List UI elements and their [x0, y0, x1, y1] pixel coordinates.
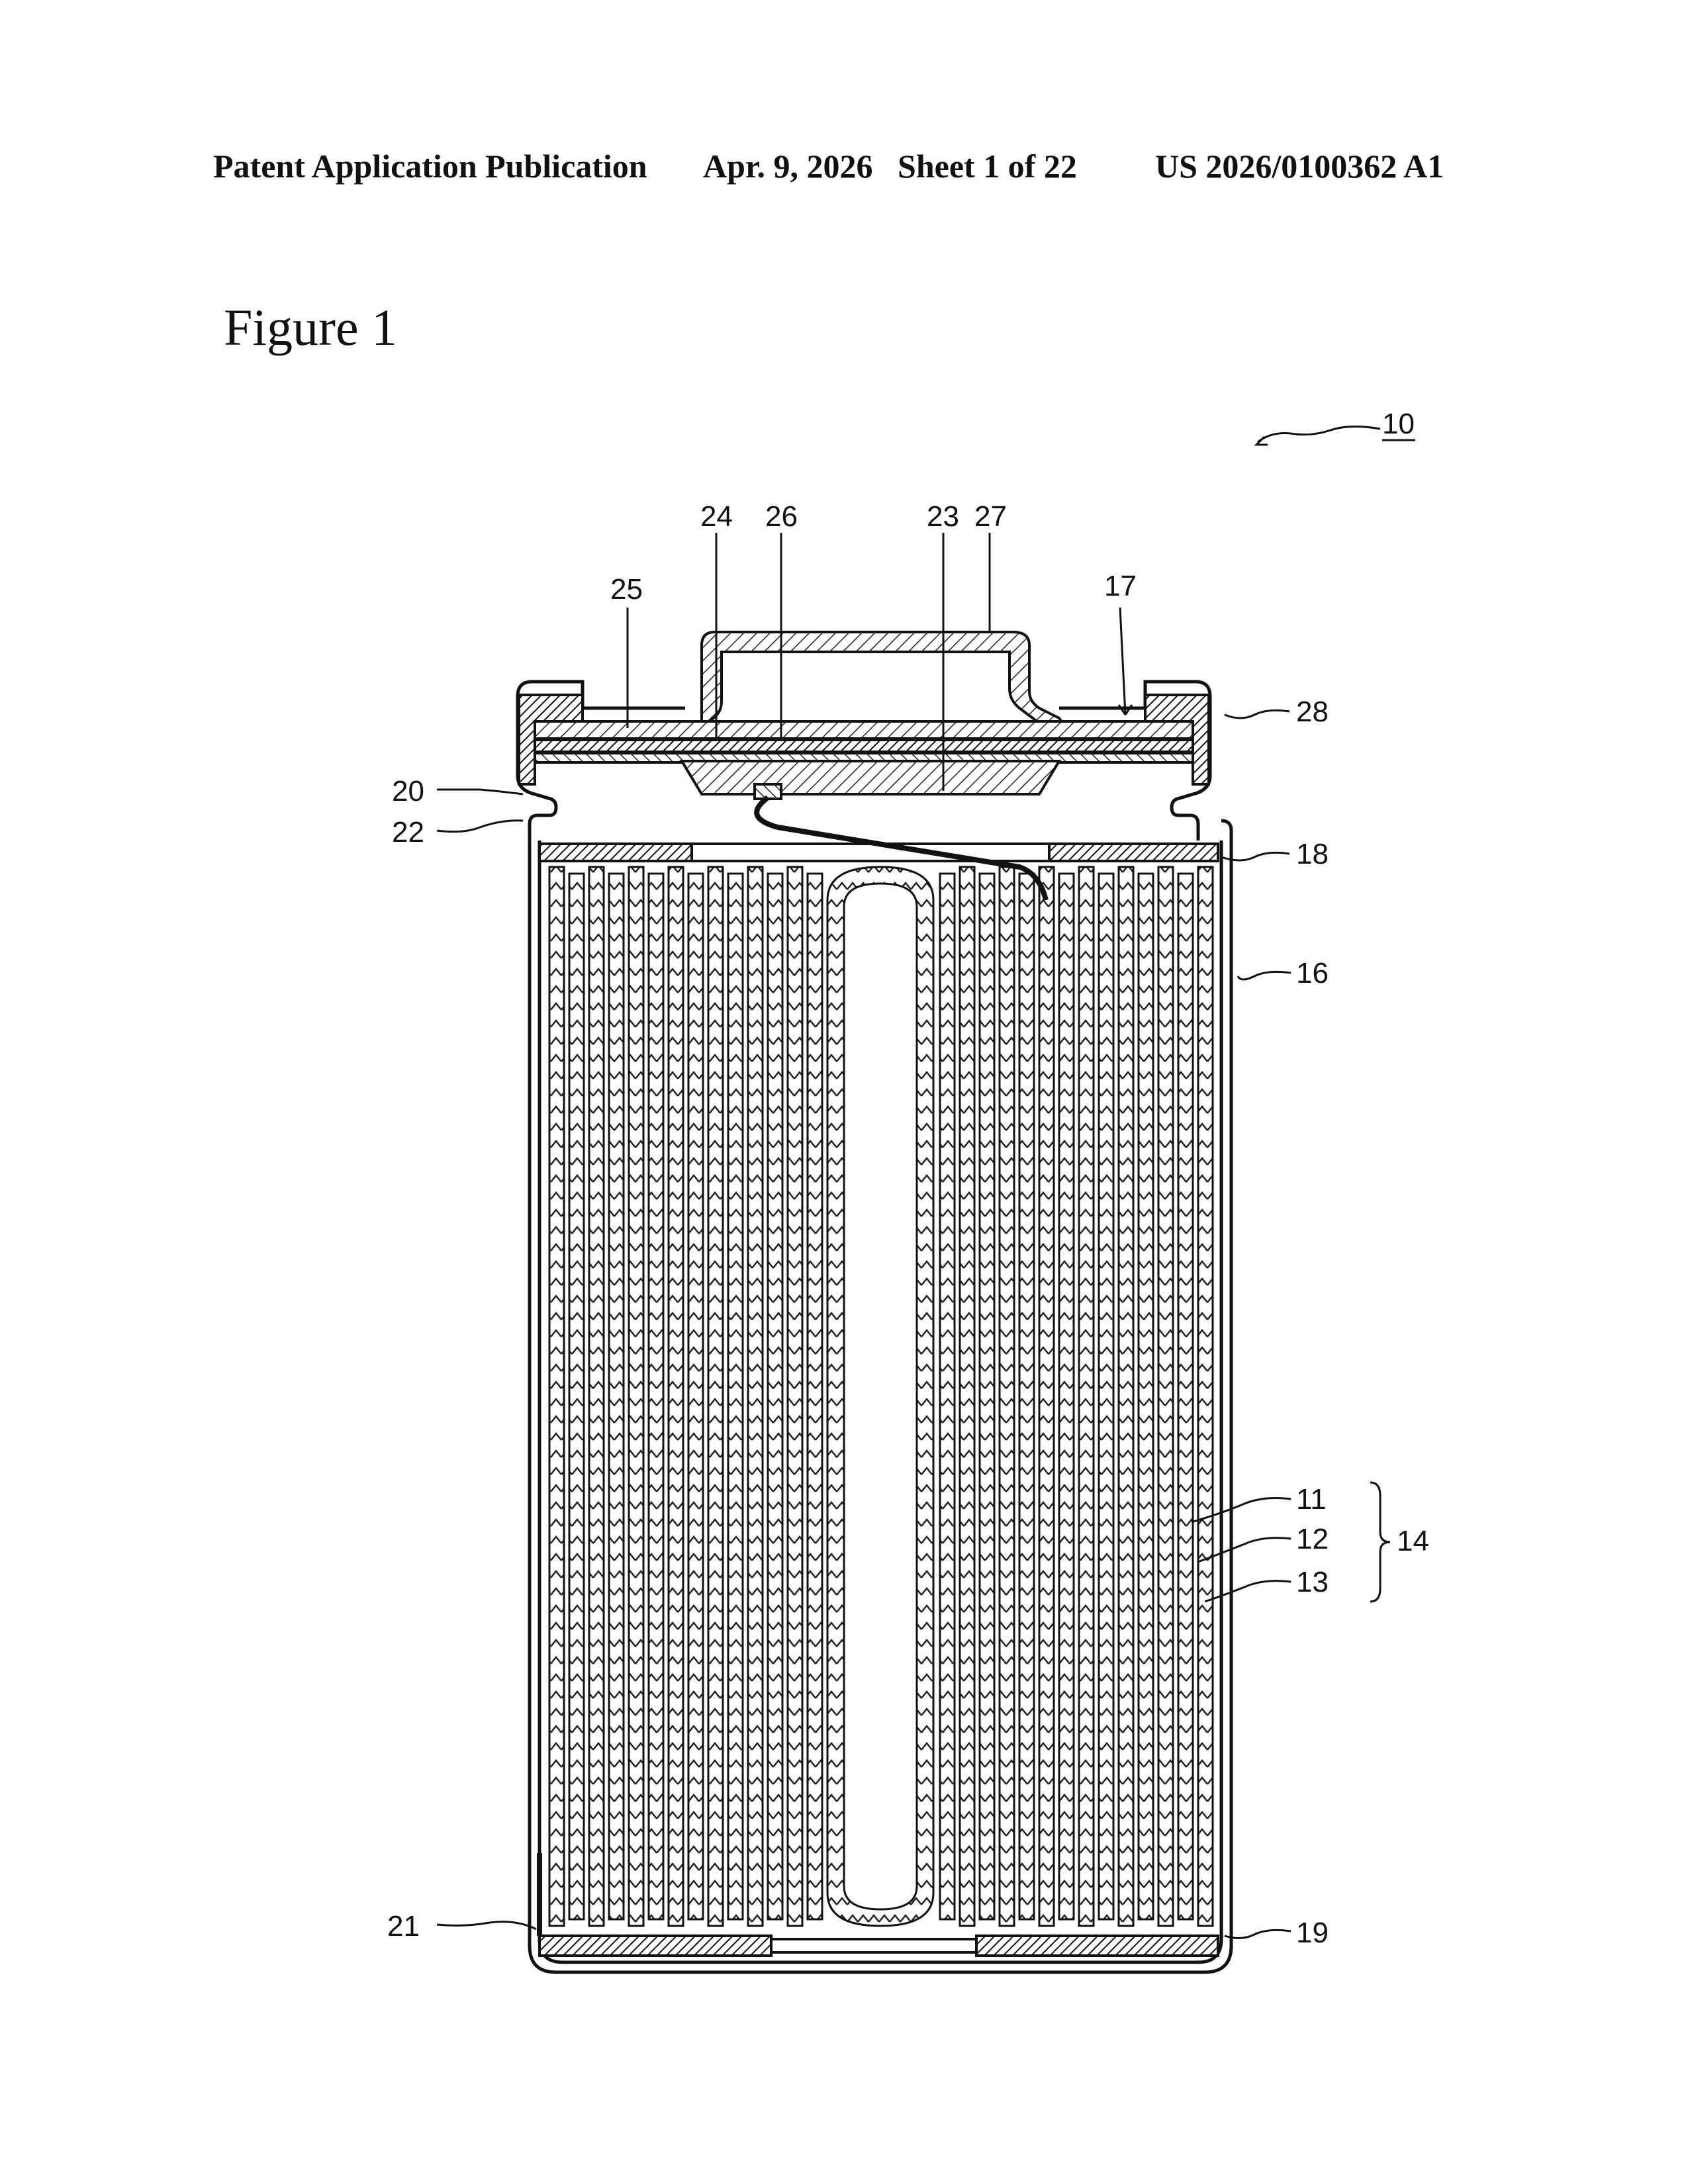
- label-27: 27: [974, 500, 1007, 533]
- sealing-body: [535, 632, 1193, 799]
- label-10: 10: [1382, 408, 1415, 440]
- label-13: 13: [1296, 1566, 1329, 1598]
- label-18: 18: [1296, 838, 1329, 870]
- brace-14: [1370, 1482, 1390, 1602]
- label-26: 26: [765, 500, 798, 533]
- label-11: 11: [1296, 1483, 1327, 1516]
- label-19: 19: [1296, 1917, 1329, 1949]
- label-16: 16: [1296, 957, 1329, 989]
- label-25: 25: [610, 573, 643, 606]
- label-22: 22: [392, 816, 424, 848]
- label-20: 20: [392, 775, 424, 807]
- electrode-assembly: [549, 867, 1213, 1926]
- label-17: 17: [1104, 570, 1137, 602]
- label-12: 12: [1296, 1523, 1329, 1555]
- label-21: 21: [387, 1910, 420, 1942]
- label-28: 28: [1296, 696, 1329, 728]
- label-23: 23: [927, 500, 959, 533]
- label-24: 24: [700, 500, 733, 533]
- label-14: 14: [1397, 1525, 1429, 1557]
